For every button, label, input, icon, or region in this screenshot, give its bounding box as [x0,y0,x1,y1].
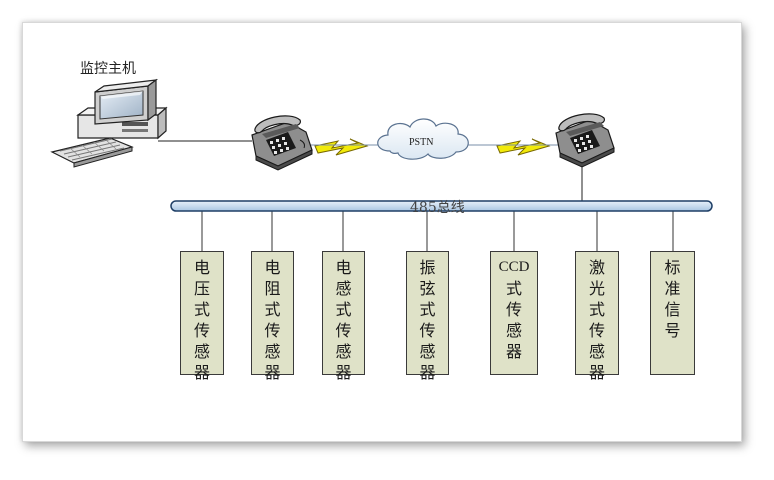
sensor-label-line: 准 [664,279,681,298]
sensor-label-line: 光 [588,279,605,298]
host-label: 监控主机 [80,61,136,77]
sensor-label-line: 振 [419,258,436,277]
sensor-label-line: 电 [335,258,352,277]
bus-bar [170,200,713,212]
sensor-label-line: 式 [505,279,522,298]
sensor-label-line: 器 [505,342,522,361]
sensor-label-line: 式 [193,300,210,319]
bus-label: 485总线 [410,200,465,216]
bus: 485总线 [170,200,713,216]
sensor-label-line: 式 [335,300,352,319]
computer-icon [50,78,168,168]
sensor-label-line: 号 [664,321,681,340]
sensor-resistance: 电阻式传感器 [251,251,294,382]
sensor-label-line: 感 [505,321,522,340]
telephone-icon [555,113,615,168]
sensor-label-line: 式 [264,300,281,319]
sensor-voltage: 电压式传感器 [180,251,224,382]
sensor-label-line: 激 [588,258,605,277]
sensor-label-line: 器 [588,363,605,382]
sensor-label-line: 弦 [419,279,436,298]
sensor-label-line: 器 [335,363,352,382]
sensor-vibrating-wire: 振弦式传感器 [406,251,449,382]
sensor-label-line: 电 [193,258,210,277]
lightning-icon [496,138,551,156]
sensor-label-line: 器 [193,363,210,382]
sensor-label-line: 压 [193,279,210,298]
sensor-standard-signal: 标准信号 [650,251,695,375]
lightning-icon [314,138,369,156]
sensor-label-line: 式 [419,300,436,319]
sensor-label-line: 传 [264,321,281,340]
sensor-label-line: 感 [419,342,436,361]
sensor-ccd: CCD 式传感器 [490,251,538,375]
sensor-label-line: 器 [419,363,436,382]
sensor-label-line: 传 [335,321,352,340]
sensor-laser: 激光式传感器 [575,251,619,382]
sensor-label-line: 感 [264,342,281,361]
sensor-inductance: 电感式传感器 [322,251,365,382]
sensor-label-line: CCD [498,259,530,275]
cloud-icon: PSTN [377,118,469,160]
sensor-label-line: 感 [193,342,210,361]
sensor-label-line: 传 [419,321,436,340]
sensor-label-line: 传 [588,321,605,340]
sensor-label-line: 感 [335,342,352,361]
sensor-label-line: 电 [264,258,281,277]
telephone-icon [251,115,313,171]
sensor-label-line: 传 [505,300,522,319]
sensor-label-line: 信 [664,300,681,319]
sensor-label-line: 传 [193,321,210,340]
sensor-label-line: 感 [335,279,352,298]
sensor-label-line: 器 [264,363,281,382]
sensor-label-line: 式 [588,300,605,319]
sensor-label-line: 感 [588,342,605,361]
sensor-label-line: 标 [664,258,681,277]
sensor-label-line: 阻 [264,279,281,298]
network-label: PSTN [409,137,433,148]
